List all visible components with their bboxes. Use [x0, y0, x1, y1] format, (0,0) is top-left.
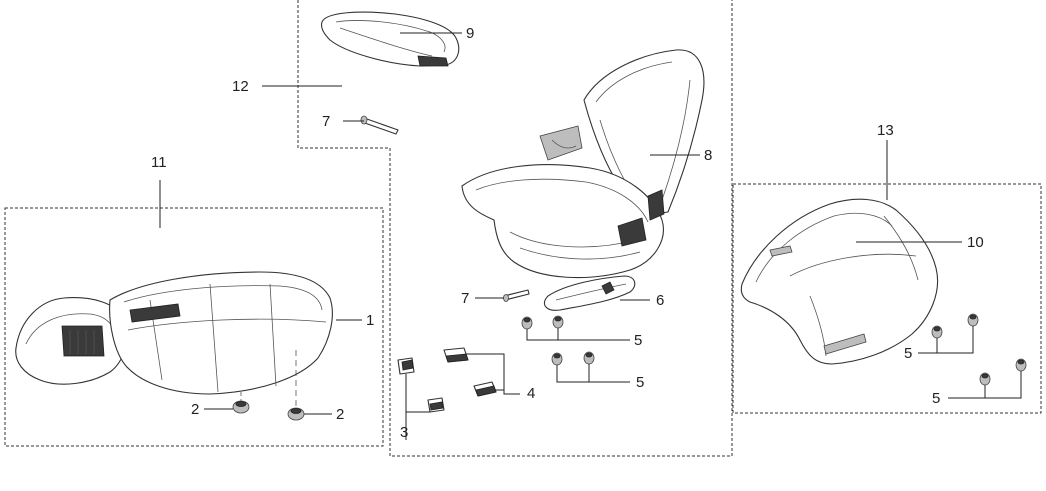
- cap-part: [232, 400, 250, 414]
- callout-2: 2: [336, 406, 344, 423]
- nut-part: [551, 352, 563, 366]
- callout-7: 7: [322, 113, 330, 130]
- nut-part: [931, 325, 943, 339]
- rear-seat-box-part: [15, 271, 333, 395]
- group-box-11: [4, 207, 384, 447]
- clip-part: [473, 381, 497, 397]
- callout-9: 9: [466, 25, 474, 42]
- group-box-12: [297, 0, 733, 457]
- cap-part: [287, 407, 305, 421]
- bracket-part: [397, 357, 415, 375]
- nut-part: [583, 351, 595, 365]
- callout-3: 3: [400, 424, 408, 441]
- nut-part: [552, 315, 564, 329]
- callout-5: 5: [636, 374, 644, 391]
- nut-part: [979, 372, 991, 386]
- callout-10: 10: [967, 234, 984, 251]
- callout-4: 4: [527, 385, 535, 402]
- pin-part-upper: [360, 115, 399, 135]
- callout-5: 5: [634, 332, 642, 349]
- callout-5: 5: [904, 345, 912, 362]
- main-seat-frame-part: [461, 49, 705, 279]
- nut-part: [967, 313, 979, 327]
- leader-lines: [159, 32, 1022, 440]
- callout-6: 6: [656, 292, 664, 309]
- callout-1: 1: [366, 312, 374, 329]
- callout-5: 5: [932, 390, 940, 407]
- nut-part: [1015, 358, 1027, 372]
- seat-cover-part: [740, 198, 939, 365]
- group-box-13: [732, 183, 1042, 414]
- clip-part: [443, 347, 469, 363]
- callout-12: 12: [232, 78, 249, 95]
- backrest-cushion-part: [320, 11, 460, 67]
- bracket-part: [427, 397, 445, 413]
- callout-11: 11: [151, 154, 167, 171]
- pin-part-lower: [503, 289, 530, 302]
- callout-13: 13: [877, 122, 894, 139]
- handle-part: [543, 275, 636, 311]
- callout-8: 8: [704, 147, 712, 164]
- nut-part: [521, 316, 533, 330]
- callout-2: 2: [191, 401, 199, 418]
- callout-7: 7: [461, 290, 469, 307]
